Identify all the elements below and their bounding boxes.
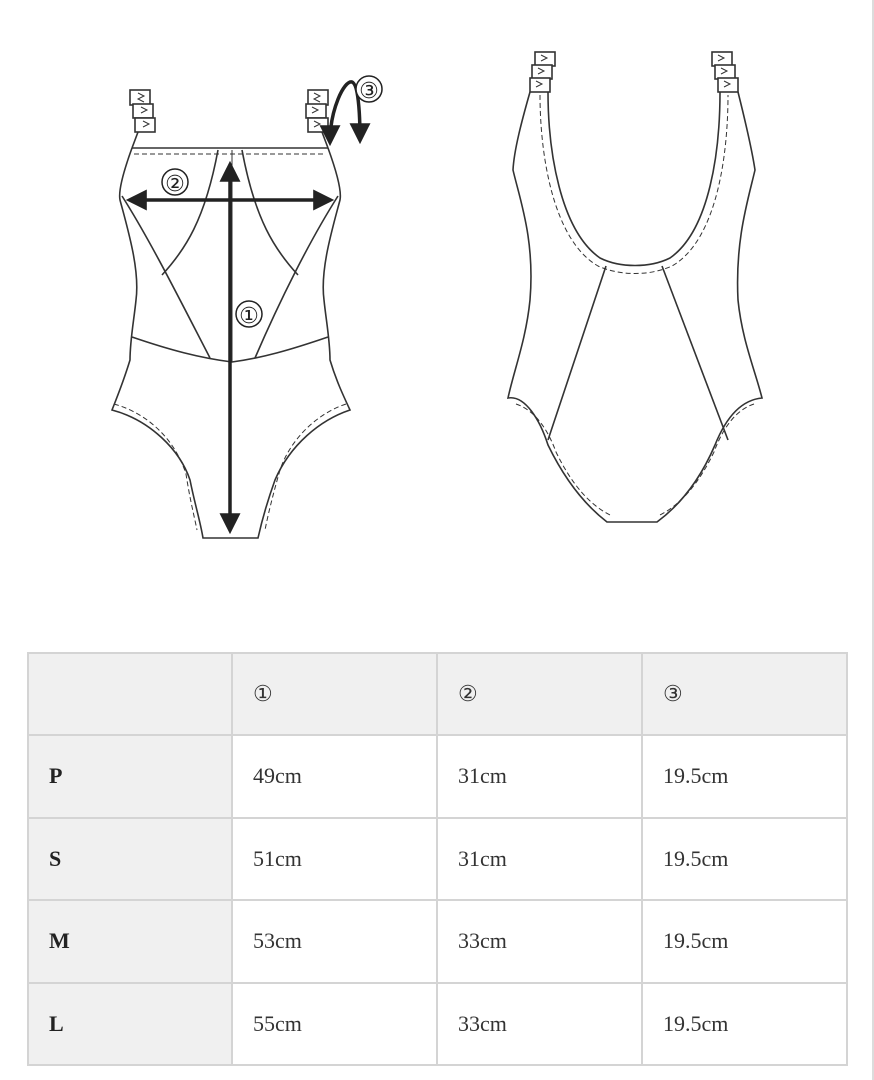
size-label: L xyxy=(27,981,233,1066)
back-view-drawing xyxy=(506,51,764,523)
table-cell: 55cm xyxy=(231,981,438,1066)
table-cell: 19.5cm xyxy=(641,899,848,984)
table-header-row: ① ② ③ xyxy=(27,652,848,736)
table-cell: 49cm xyxy=(231,734,438,819)
table-cell: 19.5cm xyxy=(641,734,848,819)
size-label: S xyxy=(27,816,233,901)
table-cell: 33cm xyxy=(436,981,643,1066)
size-label: M xyxy=(27,899,233,984)
table-row: M 53cm 33cm 19.5cm xyxy=(27,899,848,984)
header-measure-3: ③ xyxy=(641,652,848,736)
swimsuit-measurement-diagram: ① ② ③ xyxy=(110,51,764,539)
table-cell: 53cm xyxy=(231,899,438,984)
size-label: P xyxy=(27,734,233,819)
back-left-strap-buckle xyxy=(529,51,556,93)
table-cell: 51cm xyxy=(231,816,438,901)
table-row: S 51cm 31cm 19.5cm xyxy=(27,816,848,901)
page-edge-rule xyxy=(872,0,874,1080)
table-cell: 19.5cm xyxy=(641,981,848,1066)
table-cell: 31cm xyxy=(436,816,643,901)
table-cell: 19.5cm xyxy=(641,816,848,901)
strap-arrow xyxy=(319,80,371,147)
table-cell: 31cm xyxy=(436,734,643,819)
marker-strap: ③ xyxy=(359,79,379,104)
back-right-strap-buckle xyxy=(711,51,739,93)
header-blank-cell xyxy=(27,652,233,736)
front-view-drawing xyxy=(110,89,352,539)
header-measure-1: ① xyxy=(231,652,438,736)
marker-width: ② xyxy=(165,172,185,197)
marker-length: ① xyxy=(239,304,259,329)
left-strap-buckle xyxy=(129,89,156,133)
right-strap-buckle xyxy=(305,89,329,133)
header-measure-2: ② xyxy=(436,652,643,736)
table-row: L 55cm 33cm 19.5cm xyxy=(27,981,848,1066)
table-row: P 49cm 31cm 19.5cm xyxy=(27,734,848,819)
size-chart-table: ① ② ③ P 49cm 31cm 19.5cm S 51cm 31cm 19.… xyxy=(27,652,848,1066)
table-cell: 33cm xyxy=(436,899,643,984)
measurement-arrows xyxy=(125,80,371,535)
